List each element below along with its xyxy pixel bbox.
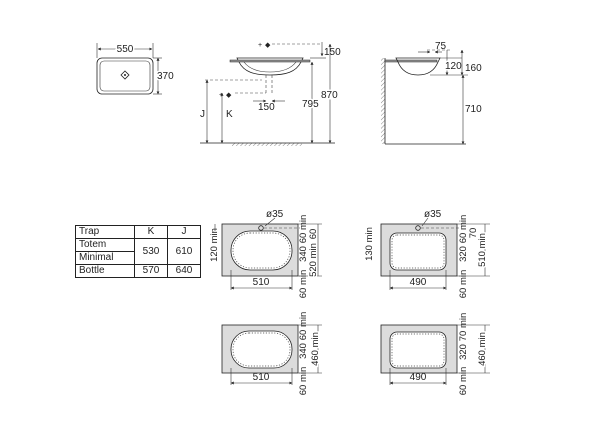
- cutout-tr-right-b: 320: [458, 246, 469, 262]
- side-height-label: 710: [465, 104, 482, 115]
- top-width-label: 550: [117, 44, 134, 55]
- cutout-bottom-left: 60 min 340 60 min 460 min 510: [221, 312, 323, 396]
- cutout-bl-bottom: 60 min: [298, 367, 309, 396]
- cutout-top-left: ø35 120 min 60 min 60 340 60 min 520 min…: [209, 209, 322, 298]
- table-header-row: Trap K J: [75, 225, 201, 239]
- basin-outline: [230, 330, 293, 369]
- basin-front-outline: [236, 57, 304, 76]
- basin-outline: [389, 232, 447, 271]
- top-view: 550 370: [96, 43, 176, 95]
- basin-top-outline: [96, 57, 154, 95]
- cutout-tr-overall: 510 min: [477, 233, 488, 267]
- table-cell-j: 610: [167, 238, 201, 265]
- cutout-br-overall: 460 min: [477, 332, 488, 366]
- tap-hole: [415, 225, 421, 231]
- cutout-top-right: ø35 130 min 60 min 70 320 60 min 510 min…: [364, 209, 490, 298]
- cutout-br-width: 490: [410, 372, 427, 383]
- countertop: [229, 59, 311, 63]
- cutout-br-bottom: 60 min: [458, 367, 469, 396]
- top-depth-label: 370: [157, 71, 174, 82]
- cutout-bl-overall: 460 min: [310, 332, 321, 366]
- drain-icon: [120, 70, 130, 80]
- table-cell-j: 640: [167, 264, 201, 278]
- cutout-tl-right-b: 340: [298, 246, 309, 262]
- side-rim-label: 75: [435, 41, 447, 52]
- cutout-tl-overall: 520 min: [308, 243, 319, 277]
- svg-text:◆: ◆: [226, 92, 232, 99]
- cutout-tr-bottom: 60 min: [458, 270, 469, 299]
- wall-hatching: [381, 58, 385, 144]
- cutout-tl-top: 60 min: [298, 215, 309, 244]
- cross-icon: +: [258, 42, 262, 49]
- svg-text:+: +: [219, 92, 223, 99]
- side-countertop: [384, 59, 438, 63]
- cutout-bl-top: 60 min: [298, 312, 309, 341]
- table-cell-k: 530: [134, 238, 168, 265]
- side-depth-a-label: 120: [445, 61, 462, 72]
- cutout-br-right-b: 320: [458, 344, 469, 360]
- side-view: 75 120 160 710: [381, 41, 482, 145]
- cutout-tl-hole: ø35: [266, 209, 284, 220]
- front-waste-offset-label: 150: [258, 102, 275, 113]
- cutout-tr-right-a: 70: [468, 228, 479, 239]
- side-depth-b-label: 160: [465, 63, 482, 74]
- cutout-tr-left: 130 min: [364, 227, 375, 261]
- table-row: Bottle 570 640: [75, 264, 201, 278]
- basin-outline: [389, 331, 447, 369]
- table-row: Totem 530 610: [75, 238, 201, 265]
- trap-table: Trap K J Totem 530 610 Minimal Bottle 57…: [75, 225, 201, 278]
- cutout-bl-right-b: 340: [298, 343, 309, 359]
- table-cell-k: 570: [134, 264, 168, 278]
- front-trap-offset-label: 150: [324, 47, 341, 58]
- table-header-trap: Trap: [75, 225, 135, 239]
- basin-side-outline: [395, 57, 441, 76]
- table-header-k: K: [134, 225, 168, 239]
- cutout-tl-left: 120 min: [209, 228, 220, 262]
- front-height-high-label: 870: [321, 90, 338, 101]
- front-height-low-label: 795: [302, 99, 319, 110]
- floor-hatching: [232, 143, 302, 146]
- table-cell-trap: Totem: [75, 238, 135, 252]
- tap-hole: [258, 225, 264, 231]
- table-header-j: J: [167, 225, 201, 239]
- front-view: + ◆ 150 + ◆ 150 J K 795 870: [200, 42, 341, 146]
- cutout-tr-width: 490: [410, 277, 427, 288]
- basin-outline: [230, 230, 293, 271]
- cutout-tl-bottom: 60 min: [298, 270, 309, 299]
- cutout-bl-width: 510: [253, 372, 270, 383]
- cutout-tl-right-a: 60: [308, 229, 319, 240]
- table-cell-trap: Minimal: [75, 251, 135, 265]
- cutout-br-top: 70 min: [458, 313, 469, 342]
- diamond-icon: ◆: [265, 42, 271, 49]
- cutout-tr-hole: ø35: [424, 209, 442, 220]
- cutout-bottom-right: 70 min 320 60 min 460 min 490: [380, 313, 490, 396]
- cutout-tr-top: 60 min: [458, 215, 469, 244]
- front-k-label: K: [226, 109, 233, 120]
- table-cell-trap: Bottle: [75, 264, 135, 278]
- front-j-label: J: [200, 109, 205, 120]
- cutout-tl-width: 510: [253, 277, 270, 288]
